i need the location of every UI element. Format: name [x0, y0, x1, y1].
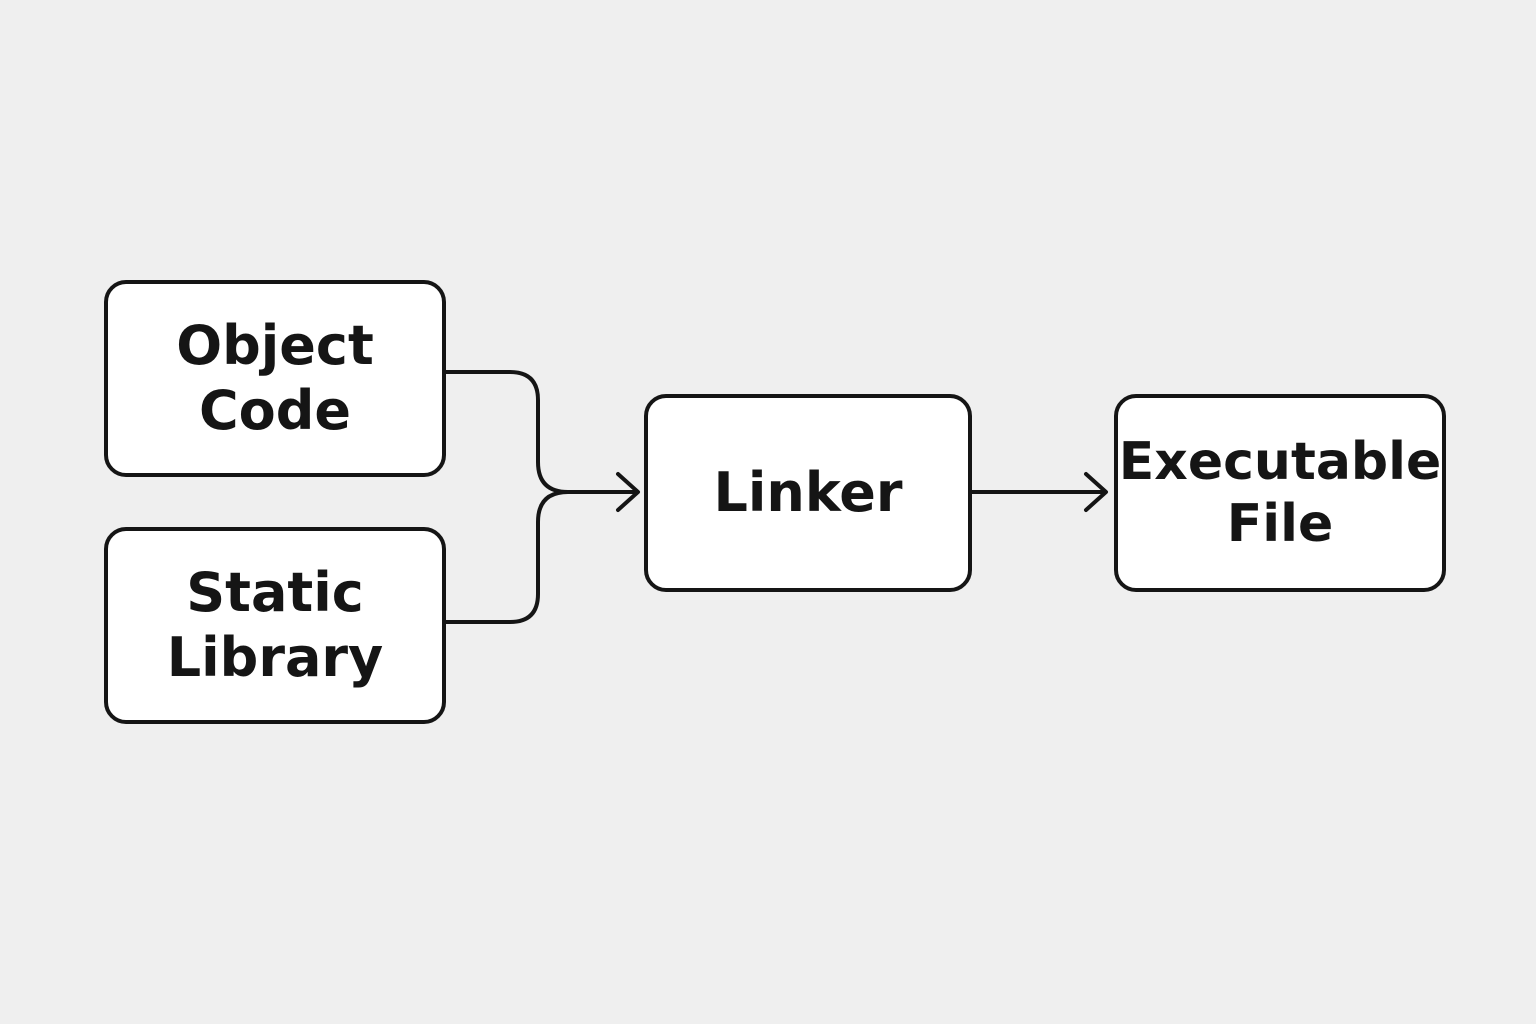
edge-static-library-to-linker: [442, 490, 570, 624]
node-object-code-line-1: Object: [176, 313, 374, 377]
node-linker-label: Linker: [713, 461, 902, 526]
edge-object-code-to-linker: [442, 370, 638, 494]
node-object-code: Object Code: [104, 280, 446, 477]
node-object-code-line-2: Code: [198, 378, 351, 442]
node-executable-file-line-1: Executable: [1118, 431, 1442, 492]
node-object-code-label: Object Code: [176, 314, 374, 444]
arrowhead-executable-icon: [1084, 472, 1108, 512]
node-executable-file-line-2: File: [1226, 494, 1334, 554]
node-static-library-line-1: Static: [186, 560, 364, 624]
arrowhead-linker-icon: [616, 472, 640, 512]
node-static-library-line-2: Library: [166, 625, 384, 689]
node-executable-file: Executable File: [1114, 394, 1446, 592]
node-linker-line-1: Linker: [713, 460, 903, 524]
node-static-library-label: Static Library: [167, 561, 383, 691]
node-static-library: Static Library: [104, 527, 446, 724]
node-executable-file-label: Executable File: [1119, 431, 1441, 556]
node-linker: Linker: [644, 394, 972, 592]
